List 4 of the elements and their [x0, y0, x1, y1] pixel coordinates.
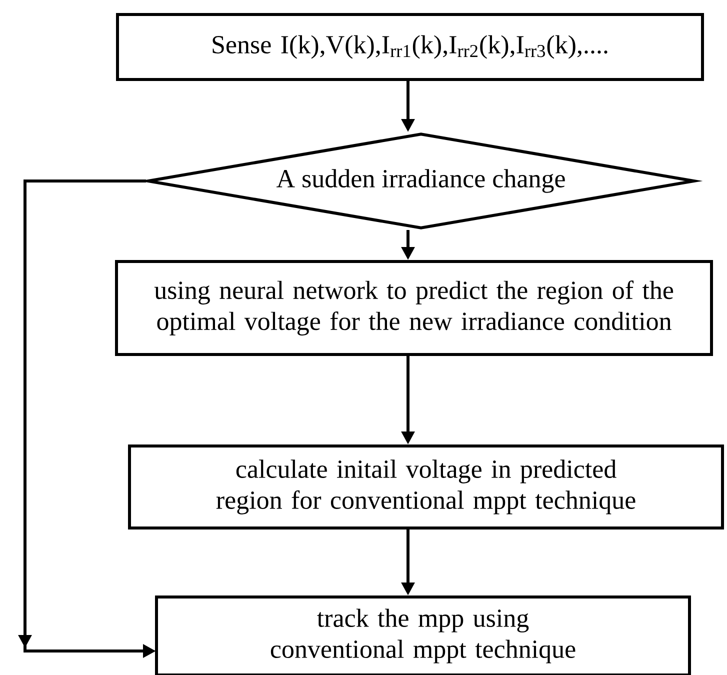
process-box: using neural network to predict the region of the optimal voltage for the new irradiance condition	[115, 260, 713, 356]
process-box: Sense I(k),V(k),I$_{rr1}$(k),I$_{rr2}$(k),I$_{rr3}$(k),....	[116, 13, 704, 81]
process-box: track the mpp using conventional mppt technique	[155, 596, 691, 675]
process-box: calculate initail voltage in predicted region for conventional mppt technique	[128, 444, 724, 530]
